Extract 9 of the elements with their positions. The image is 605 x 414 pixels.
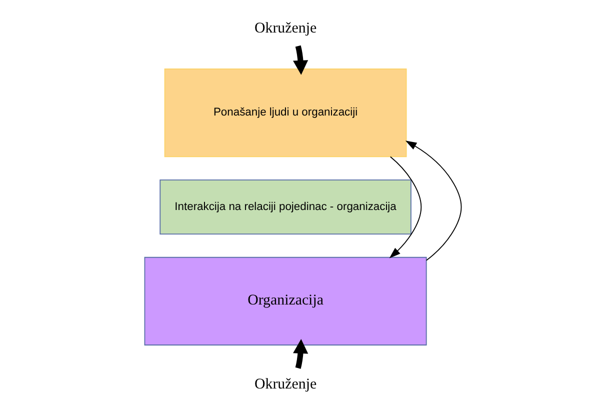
node-text: Okruženje <box>254 20 316 36</box>
node-box: Ponašanje ljudi u organizaciji <box>164 68 406 158</box>
node-box: Interakcija na relaciji pojedinac - organizacija <box>159 180 411 234</box>
node-box: Organizacija <box>144 256 426 346</box>
node-text: Okruženje <box>254 376 316 393</box>
arrow <box>388 156 422 258</box>
arrow <box>404 140 462 261</box>
arrow <box>292 45 308 75</box>
arrow <box>292 339 308 369</box>
